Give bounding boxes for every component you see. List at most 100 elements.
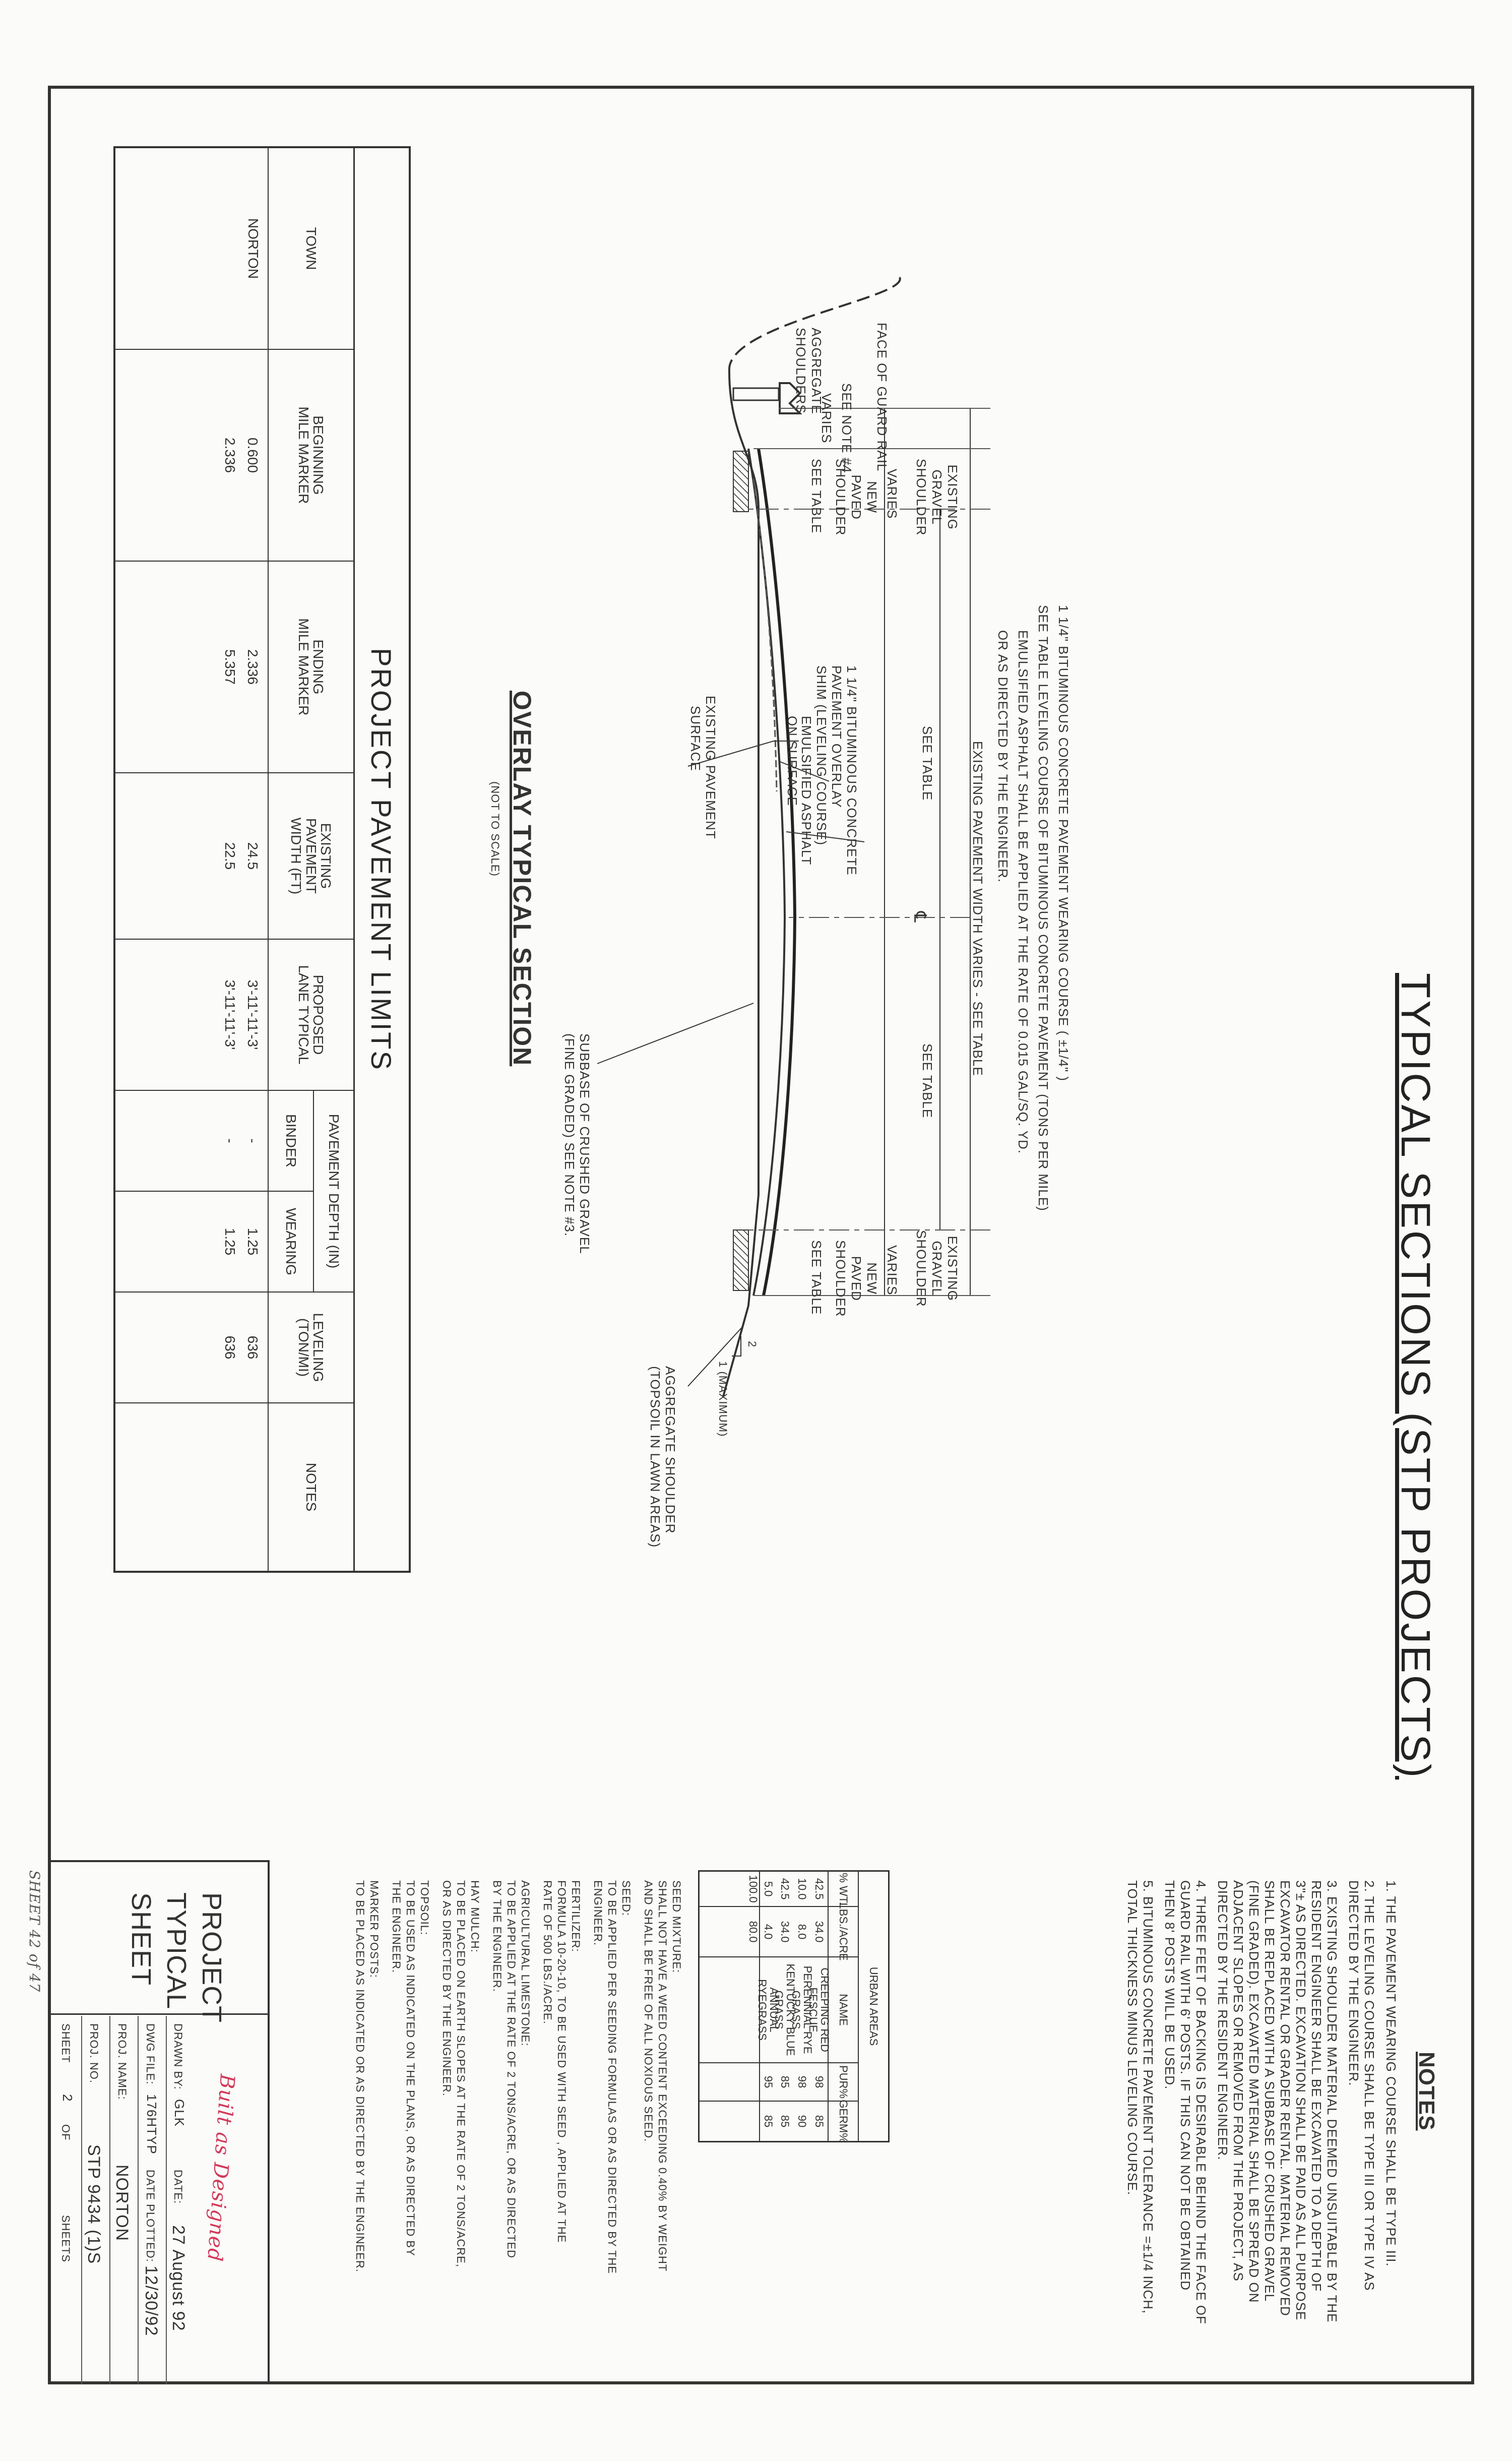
label-new-paved-shoulder-left: NEW PAVED SHOULDER	[833, 459, 879, 536]
label-face-of-guard-rail: FACE OF GUARD RAIL	[874, 323, 890, 472]
cell-width-1: 24.5	[237, 773, 268, 940]
cell-end-1: 2.336	[237, 562, 268, 773]
spec-line	[381, 1880, 389, 2379]
title-block-line-3: SHEET	[126, 1892, 156, 1986]
cell-wearing-1: 1.25	[237, 1192, 268, 1293]
pavement-limits-grid: TOWN BEGINNING MILE MARKER ENDING MILE M…	[115, 148, 353, 1571]
proj-no-value: STP 9434 (1)S	[84, 2144, 103, 2264]
note-line: 1. THE PAVEMENT WEARING COURSE SHALL BE …	[1383, 1880, 1399, 2267]
note-leveling-course: SEE TABLE LEVELING COURSE OF BITUMINOUS …	[1036, 605, 1051, 1211]
centerline-symbol: ℄	[910, 911, 929, 923]
slope-triangle	[732, 1336, 741, 1357]
label-subbase-2: (FINE GRADED) SEE NOTE #3.	[562, 1033, 577, 1237]
guard-rail-post	[732, 387, 780, 401]
plotted-label: DATE PLOTTED:	[144, 2170, 157, 2262]
spec-line	[431, 1880, 439, 2379]
note-line: RESIDENT ENGINEER SHALL BE EXCAVATED TO …	[1309, 1880, 1324, 2292]
cell-lane-1: 3'-11'-11'-3'	[237, 940, 268, 1091]
label-on-surface: ON SURFACE	[785, 716, 800, 807]
seed-cell: 98	[810, 2063, 828, 2102]
sheet-number: 2	[60, 2094, 75, 2102]
spec-line: TOPSOIL:	[418, 1880, 431, 1936]
seed-cell: 85	[812, 2115, 826, 2128]
label-existing-gravel-shoulder-left: EXISTING GRAVEL SHOULDER	[914, 459, 960, 536]
label-varies-left: VARIES	[819, 393, 834, 444]
note-line: 4. THREE FEET OF BACKING IS DESIRABLE BE…	[1193, 1880, 1209, 2324]
note-line: 5. BITUMINOUS CONCRETE PAVEMENT TOLERANC…	[1141, 1880, 1156, 2314]
spec-line: FORMULA 10-20-10, TO BE USED WITH SEED ,…	[555, 1880, 568, 2243]
right-slope	[722, 1305, 749, 1397]
seed-header-name: NAME	[828, 1957, 858, 2063]
notes-list: 1. THE PAVEMENT WEARING COURSE SHALL BE …	[1124, 1880, 1399, 2374]
note-line: 3"± AS DIRECTED. EXCAVATION SHALL BE PAI…	[1293, 1880, 1308, 2321]
label-see-table-mid-left: SEE TABLE	[920, 726, 935, 801]
seed-cell: 8.0	[793, 1907, 810, 1957]
title-block-line-1: PROJECT	[197, 1892, 227, 2023]
title-block-name: PROJECT TYPICAL SHEET	[48, 1862, 268, 2023]
pavement-limits-title: PROJECT PAVEMENT LIMITS	[353, 148, 409, 1571]
col-header-proposed: PROPOSED LANE TYPICAL	[268, 940, 353, 1091]
note-line: EXCAVATOR RENTAL OR GRADER RENTAL. MATER…	[1278, 1880, 1293, 2316]
seed-mixture-table: URBAN AREAS % WT. LBS./ACRE NAME PUR% GE…	[698, 1870, 890, 2143]
spec-line	[582, 1880, 590, 2379]
seed-cell: 10.0	[793, 1872, 810, 1907]
label-new-paved-shoulder-right: NEW PAVED SHOULDER	[833, 1240, 879, 1317]
label-varies-left-2: VARIES	[885, 469, 900, 519]
spec-line	[633, 1880, 641, 2379]
col-header-depth: PAVEMENT DEPTH (IN)	[313, 1091, 353, 1293]
spec-line	[481, 1880, 489, 2379]
col-header-ending: ENDING MILE MARKER	[268, 562, 353, 773]
cell-begin-1: 0.600	[237, 350, 268, 562]
label-overlay-2: PAVEMENT OVERLAY	[829, 665, 844, 808]
cell-notes-1	[237, 1403, 268, 1571]
guard-rail-beam	[779, 382, 802, 414]
col-header-wearing: WEARING	[268, 1192, 313, 1293]
spec-line: FERTILIZER:	[570, 1880, 582, 1952]
spec-line: SEED:	[620, 1880, 633, 1917]
seed-cell: 85	[759, 2102, 776, 2141]
spec-line: TO BE USED AS INDICATED ON THE PLANS, OR…	[404, 1880, 417, 2256]
seed-cell: 5.0	[759, 1872, 776, 1907]
label-subbase-1: SUBBASE OF CRUSHED GRAVEL	[577, 1033, 592, 1254]
seed-cell: 90	[795, 2115, 808, 2128]
sheets-label: SHEETS	[59, 2215, 72, 2263]
cell-lane-2: 3'-11'-11'-3'	[115, 940, 238, 1091]
cell-end-2: 5.357	[115, 562, 238, 773]
seed-cell: 34.0	[776, 1907, 793, 1957]
right-shoulder-hatch	[733, 1229, 749, 1291]
label-existing-gravel-shoulder-right: EXISTING GRAVEL SHOULDER	[914, 1230, 960, 1307]
note-line: THEN 8' POSTS WILL BE USED.	[1162, 1880, 1177, 2090]
spec-line: RATE OF 500 LBS./ACRE.	[541, 1880, 554, 2024]
seed-table-title: URBAN AREAS	[858, 1872, 888, 2141]
label-see-table-mid-right: SEE TABLE	[920, 1043, 935, 1119]
cell-town: NORTON	[115, 148, 268, 350]
note-line: 2. THE LEVELING COURSE SHALL BE TYPE III…	[1362, 1880, 1377, 2291]
spec-line: AGRICULTURAL LIMESTONE:	[519, 1880, 532, 2047]
sheet-label: SHEET	[59, 2023, 72, 2063]
spec-line: HAY MULCH:	[469, 1880, 481, 1953]
dwg-file-value: 176HTYP	[144, 2094, 159, 2155]
seed-cell: 98	[793, 2063, 810, 2102]
spec-line: SEED MIXTURE:	[670, 1880, 683, 1974]
pavement-top	[757, 448, 797, 1296]
note-emulsified-rate: EMULSIFIED ASPHALT SHALL BE APPLIED AT T…	[1016, 630, 1031, 1154]
label-slope-2: 2	[746, 1341, 759, 1348]
cell-begin-2: 2.336	[115, 350, 238, 562]
rotated-drawing: TYPICAL SECTIONS (STP PROJECTS)	[26, 86, 1474, 2384]
seed-cell	[700, 2102, 759, 2141]
spec-line: SHALL NOT HAVE A WEED CONTENT EXCEEDING …	[656, 1880, 669, 2272]
spec-line: THE ENGINEER.	[390, 1880, 403, 1974]
note-line: DIRECTED BY THE RESIDENT ENGINEER.	[1215, 1880, 1230, 2161]
note-line: ADJACENT SLOPES OR REMOVED FROM THE PROJ…	[1231, 1880, 1246, 2282]
spec-line: AND SHALL BE FREE OF ALL NOXIOUS SEED.	[642, 1880, 655, 2142]
spec-line: TO BE PLACED AS INDICATED OR AS DIRECTED…	[354, 1880, 366, 2272]
seed-total-wt: 100.0	[700, 1872, 760, 1907]
cell-wearing-2: 1.25	[115, 1192, 238, 1293]
note-line: GUARD RAIL WITH 6' POSTS. IF THIS CAN NO…	[1178, 1880, 1193, 2291]
label-slope-1: 1 (MAXIMUM)	[717, 1361, 729, 1437]
proj-no-label: PROJ. NO.	[88, 2023, 100, 2084]
seed-header-wt: % WT.	[828, 1872, 858, 1907]
note-line: 3. EXISTING SHOULDER MATERIAL DEEMED UNS…	[1325, 1880, 1340, 2323]
drawn-by-value: GLK	[172, 2099, 187, 2127]
